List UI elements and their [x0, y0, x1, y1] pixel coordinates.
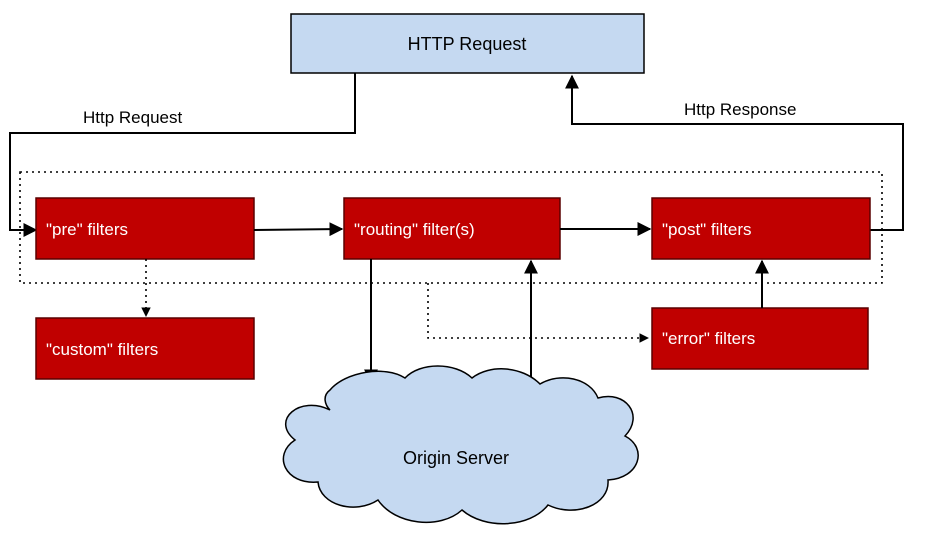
- filter-chain-boundary: [19, 171, 883, 284]
- http-response-edge: [565, 74, 904, 231]
- routing-filters-node: "routing" filter(s): [343, 197, 561, 260]
- http-request-edge: [9, 73, 356, 237]
- pre-filters-label: "pre" filters: [46, 220, 128, 239]
- http-request-edge-label: Http Request: [83, 108, 182, 127]
- origin-server-node: Origin Server: [282, 365, 639, 525]
- error-filters-node: "error" filters: [651, 307, 869, 370]
- pre-filters-node: "pre" filters: [35, 197, 255, 260]
- error-filters-label: "error" filters: [662, 329, 755, 348]
- custom-filters-label: "custom" filters: [46, 340, 158, 359]
- routing-filters-label: "routing" filter(s): [354, 220, 475, 239]
- http-request-node: HTTP Request: [290, 13, 645, 74]
- chain-to-error-edge: [427, 283, 649, 343]
- http-response-edge-label: Http Response: [684, 100, 796, 119]
- custom-filters-node: "custom" filters: [35, 317, 255, 380]
- cloud-shape: [282, 365, 639, 525]
- origin-server-label: Origin Server: [403, 448, 509, 468]
- post-filters-label: "post" filters: [662, 220, 752, 239]
- pre-to-routing-edge: [253, 222, 344, 237]
- http-request-node-label: HTTP Request: [408, 34, 527, 54]
- post-filters-node: "post" filters: [651, 197, 871, 260]
